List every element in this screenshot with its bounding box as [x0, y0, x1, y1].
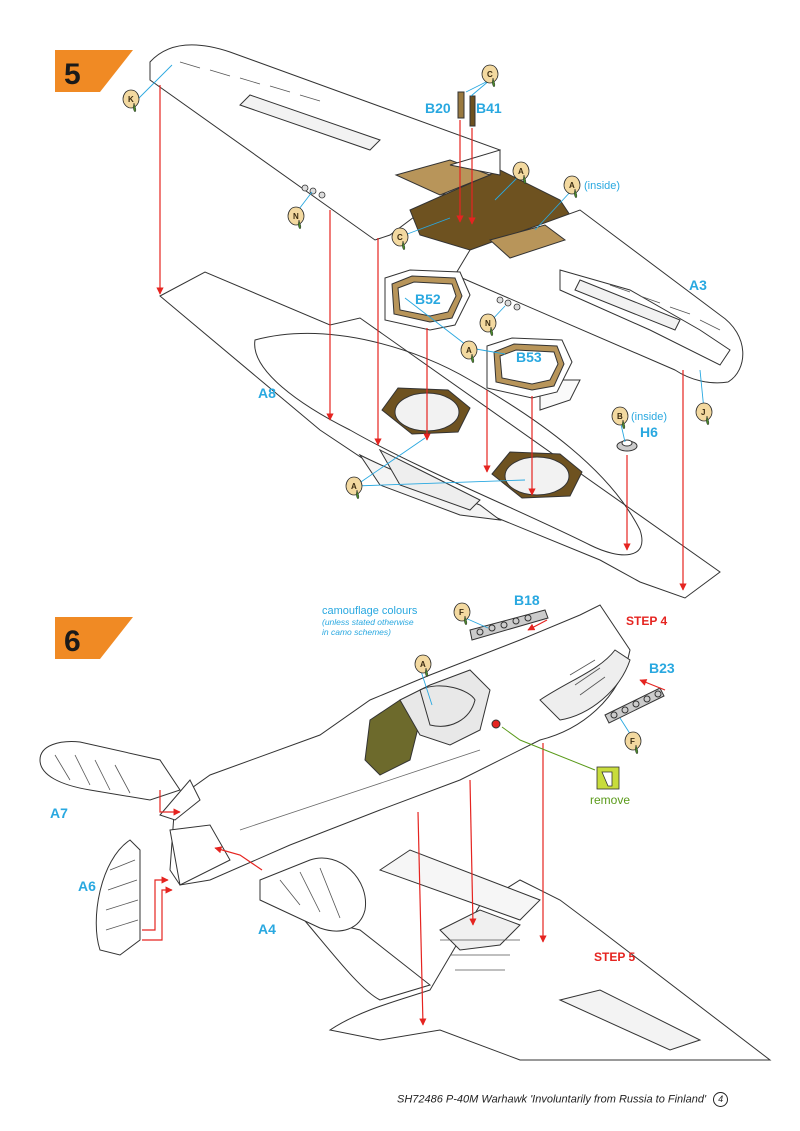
part-label-b53: B53: [516, 349, 542, 365]
glue-drop-icon: F: [453, 602, 471, 626]
part-label-b23: B23: [649, 660, 675, 676]
wheel-well-box-b53: [486, 337, 573, 399]
exhaust-b18: [469, 609, 549, 641]
remove-pointer: [501, 726, 596, 771]
svg-text:C: C: [487, 70, 493, 79]
assembly-arrows-step5: [156, 85, 687, 591]
part-h6: [616, 439, 638, 452]
glue-callouts-step6: F A F: [414, 602, 642, 755]
step-5: 5: [55, 44, 744, 599]
page-number: 4: [713, 1092, 729, 1107]
glue-drop-icon: A: [512, 161, 530, 185]
glue-drop-icon: N: [479, 313, 497, 337]
part-label-b20: B20: [425, 100, 451, 116]
glue-drop-icon: A: [414, 654, 432, 678]
part-label-a4: A4: [258, 921, 276, 937]
glue-callouts-step5: C A A K N C N A B J A: [122, 64, 713, 500]
step-6: 6: [39, 592, 772, 1061]
interior-panel-right: [488, 224, 567, 259]
glue-drop-icon: C: [391, 227, 409, 251]
camo-note-line2: (unless stated otherwise: [322, 617, 414, 627]
part-label-b18: B18: [514, 592, 540, 608]
svg-text:A: A: [466, 346, 472, 355]
part-label-b52: B52: [415, 291, 441, 307]
assembly-arrows-step6: [142, 619, 666, 1026]
part-label-a3: A3: [689, 277, 707, 293]
wheel-well-box-b52: [384, 269, 471, 331]
part-label-h6: H6: [640, 424, 658, 440]
step-5-number: 5: [64, 58, 81, 91]
svg-text:F: F: [459, 608, 464, 617]
stabilizer-a7: [39, 741, 181, 801]
pylon-parts: [301, 184, 521, 311]
svg-text:N: N: [485, 319, 491, 328]
svg-text:C: C: [397, 233, 403, 242]
svg-text:N: N: [293, 212, 299, 221]
svg-text:A: A: [351, 482, 357, 491]
glue-drop-icon: A: [563, 175, 581, 199]
glue-drop-icon: A: [345, 476, 363, 500]
glue-drop-icon: N: [287, 206, 305, 230]
svg-text:A: A: [518, 167, 524, 176]
svg-text:B: B: [617, 412, 623, 421]
part-label-b41: B41: [476, 100, 502, 116]
part-label-a6: A6: [78, 878, 96, 894]
camo-note-line3: in camo schemes): [322, 627, 391, 637]
stabilizer-a4: [259, 857, 367, 932]
glue-drop-icon: K: [122, 89, 140, 113]
svg-text:A: A: [420, 660, 426, 669]
step-6-number: 6: [64, 625, 81, 658]
note-inside-a: (inside): [584, 180, 620, 192]
footer-text: SH72486 P-40M Warhawk 'Involuntarily fro…: [397, 1093, 707, 1106]
svg-text:F: F: [630, 737, 635, 746]
exhaust-b23: [604, 687, 665, 724]
note-inside-b: (inside): [631, 411, 667, 423]
glue-drop-icon: F: [624, 731, 642, 755]
camo-note-line1: camouflage colours: [322, 605, 418, 617]
fuselage: [159, 604, 631, 886]
remove-tool: remove: [590, 766, 630, 807]
footer: SH72486 P-40M Warhawk 'Involuntarily fro…: [397, 1092, 729, 1107]
ref-step-4: STEP 4: [626, 614, 667, 628]
part-label-a7: A7: [50, 805, 68, 821]
wing-assembly: [298, 849, 772, 1061]
glue-drop-icon: A: [460, 340, 478, 364]
glue-drop-icon: B: [611, 406, 629, 430]
lower-wing-a8: [159, 271, 721, 599]
glue-drop-icon: J: [695, 402, 713, 426]
part-label-a8: A8: [258, 385, 276, 401]
ref-step-5: STEP 5: [594, 950, 635, 964]
remove-label: remove: [590, 793, 630, 807]
step-6-badge: 6: [55, 617, 133, 659]
svg-text:K: K: [128, 95, 134, 104]
part-b20-b41: [457, 91, 476, 127]
upper-wing: [149, 44, 744, 384]
svg-text:A: A: [569, 181, 575, 190]
svg-text:J: J: [701, 408, 705, 417]
glue-drop-icon: C: [481, 64, 499, 88]
step-5-badge: 5: [55, 50, 133, 92]
stabilizer-a6: [95, 839, 141, 956]
